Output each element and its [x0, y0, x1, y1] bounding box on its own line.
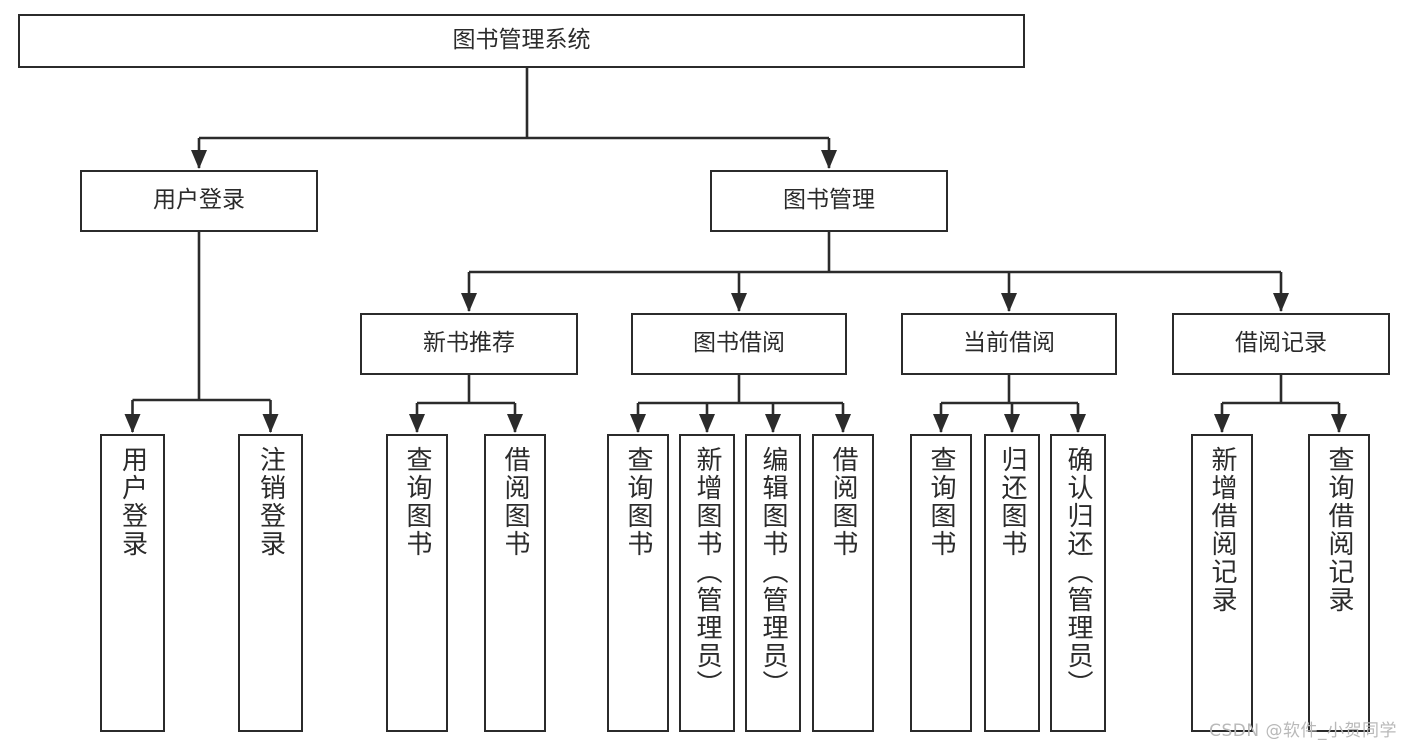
node-label: 用户登录	[153, 187, 245, 214]
node-leaf-11[interactable]: 新增借阅记录	[1191, 434, 1253, 732]
node-label: 查询图书	[623, 446, 653, 558]
node-leaf-1[interactable]: 注销登录	[238, 434, 303, 732]
arrow-head-icon	[765, 414, 781, 433]
node-level3-2[interactable]: 当前借阅	[901, 313, 1117, 375]
arrow-head-icon	[1273, 293, 1289, 312]
node-label: 确认归还（管理员）	[1063, 446, 1093, 698]
node-label: 新书推荐	[423, 330, 515, 357]
node-level3-3[interactable]: 借阅记录	[1172, 313, 1390, 375]
arrow-head-icon	[821, 150, 837, 169]
arrow-head-icon	[409, 414, 425, 433]
node-level2-1[interactable]: 图书管理	[710, 170, 948, 232]
arrow-head-icon	[1214, 414, 1230, 433]
node-leaf-6[interactable]: 编辑图书（管理员）	[745, 434, 801, 732]
node-leaf-7[interactable]: 借阅图书	[812, 434, 874, 732]
node-label: 新增借阅记录	[1207, 446, 1237, 614]
node-label: 查询图书	[402, 446, 432, 558]
node-label: 查询图书	[926, 446, 956, 558]
arrow-head-icon	[699, 414, 715, 433]
node-leaf-0[interactable]: 用户登录	[100, 434, 165, 732]
node-leaf-12[interactable]: 查询借阅记录	[1308, 434, 1370, 732]
node-leaf-4[interactable]: 查询图书	[607, 434, 669, 732]
arrow-head-icon	[1070, 414, 1086, 433]
arrow-head-icon	[933, 414, 949, 433]
arrow-head-icon	[1001, 293, 1017, 312]
watermark: CSDN @软件_小贺同学	[1209, 721, 1397, 741]
node-leaf-2[interactable]: 查询图书	[386, 434, 448, 732]
arrow-head-icon	[507, 414, 523, 433]
node-label: 查询借阅记录	[1324, 446, 1354, 614]
node-label: 图书管理	[783, 187, 875, 214]
node-leaf-9[interactable]: 归还图书	[984, 434, 1040, 732]
arrow-head-icon	[1331, 414, 1347, 433]
node-label: 借阅记录	[1235, 330, 1327, 357]
arrow-head-icon	[262, 414, 279, 433]
node-leaf-8[interactable]: 查询图书	[910, 434, 972, 732]
node-leaf-3[interactable]: 借阅图书	[484, 434, 546, 732]
node-label: 借阅图书	[500, 446, 530, 558]
node-label: 新增图书（管理员）	[692, 446, 722, 698]
node-level3-0[interactable]: 新书推荐	[360, 313, 578, 375]
node-root[interactable]: 图书管理系统	[18, 14, 1025, 68]
node-label: 注销登录	[255, 446, 286, 558]
node-label: 编辑图书（管理员）	[758, 446, 788, 698]
node-label: 归还图书	[997, 446, 1027, 558]
arrow-head-icon	[731, 293, 747, 312]
arrow-head-icon	[1004, 414, 1020, 433]
node-level2-0[interactable]: 用户登录	[80, 170, 318, 232]
arrow-head-icon	[124, 414, 141, 433]
node-label: 用户登录	[117, 446, 148, 558]
node-label: 借阅图书	[828, 446, 858, 558]
node-level3-1[interactable]: 图书借阅	[631, 313, 847, 375]
arrow-head-icon	[191, 150, 207, 169]
node-leaf-5[interactable]: 新增图书（管理员）	[679, 434, 735, 732]
node-leaf-10[interactable]: 确认归还（管理员）	[1050, 434, 1106, 732]
node-label: 图书管理系统	[452, 27, 591, 54]
arrow-head-icon	[630, 414, 646, 433]
arrow-head-icon	[461, 293, 477, 312]
node-label: 图书借阅	[693, 330, 785, 357]
node-label: 当前借阅	[963, 330, 1055, 357]
arrow-head-icon	[835, 414, 851, 433]
